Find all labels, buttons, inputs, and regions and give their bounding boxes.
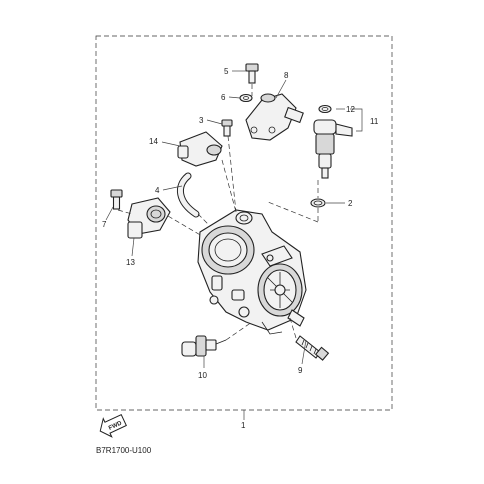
callout-9: 9 — [298, 366, 303, 375]
part-14-sensor — [177, 131, 223, 167]
part-11-injector — [313, 119, 353, 179]
callout-7: 7 — [102, 220, 107, 229]
part-6-washer — [239, 93, 253, 103]
callout-6: 6 — [221, 93, 226, 102]
throttle-body — [197, 209, 307, 335]
callout-11: 11 — [370, 117, 379, 126]
fwd-arrow-icon: FWD — [99, 413, 127, 438]
part-4-hose — [177, 172, 200, 218]
leader-lines — [105, 70, 363, 420]
part-8-fuel-joint — [245, 93, 304, 141]
assembly-boundary — [95, 35, 393, 411]
callout-4: 4 — [155, 186, 160, 195]
part-7-bolt — [110, 189, 123, 210]
callout-10: 10 — [198, 371, 207, 380]
callout-13: 13 — [126, 258, 135, 267]
callout-1: 1 — [241, 421, 246, 430]
callout-12: 12 — [346, 105, 355, 114]
part-9-screw — [295, 335, 330, 361]
callout-8: 8 — [284, 71, 289, 80]
part-12-o-ring — [318, 104, 332, 114]
fwd-label: FWD — [108, 420, 124, 431]
part-13-sensor — [127, 197, 171, 239]
part-10-sensor — [181, 335, 227, 357]
part-2-o-ring — [310, 198, 326, 208]
callout-3: 3 — [199, 116, 204, 125]
callout-5: 5 — [224, 67, 229, 76]
part-3-screw — [221, 119, 233, 137]
part-5-bolt — [245, 63, 259, 84]
callout-2: 2 — [348, 199, 353, 208]
callout-14: 14 — [149, 137, 158, 146]
reference-code: B7R1700-U100 — [96, 446, 152, 455]
